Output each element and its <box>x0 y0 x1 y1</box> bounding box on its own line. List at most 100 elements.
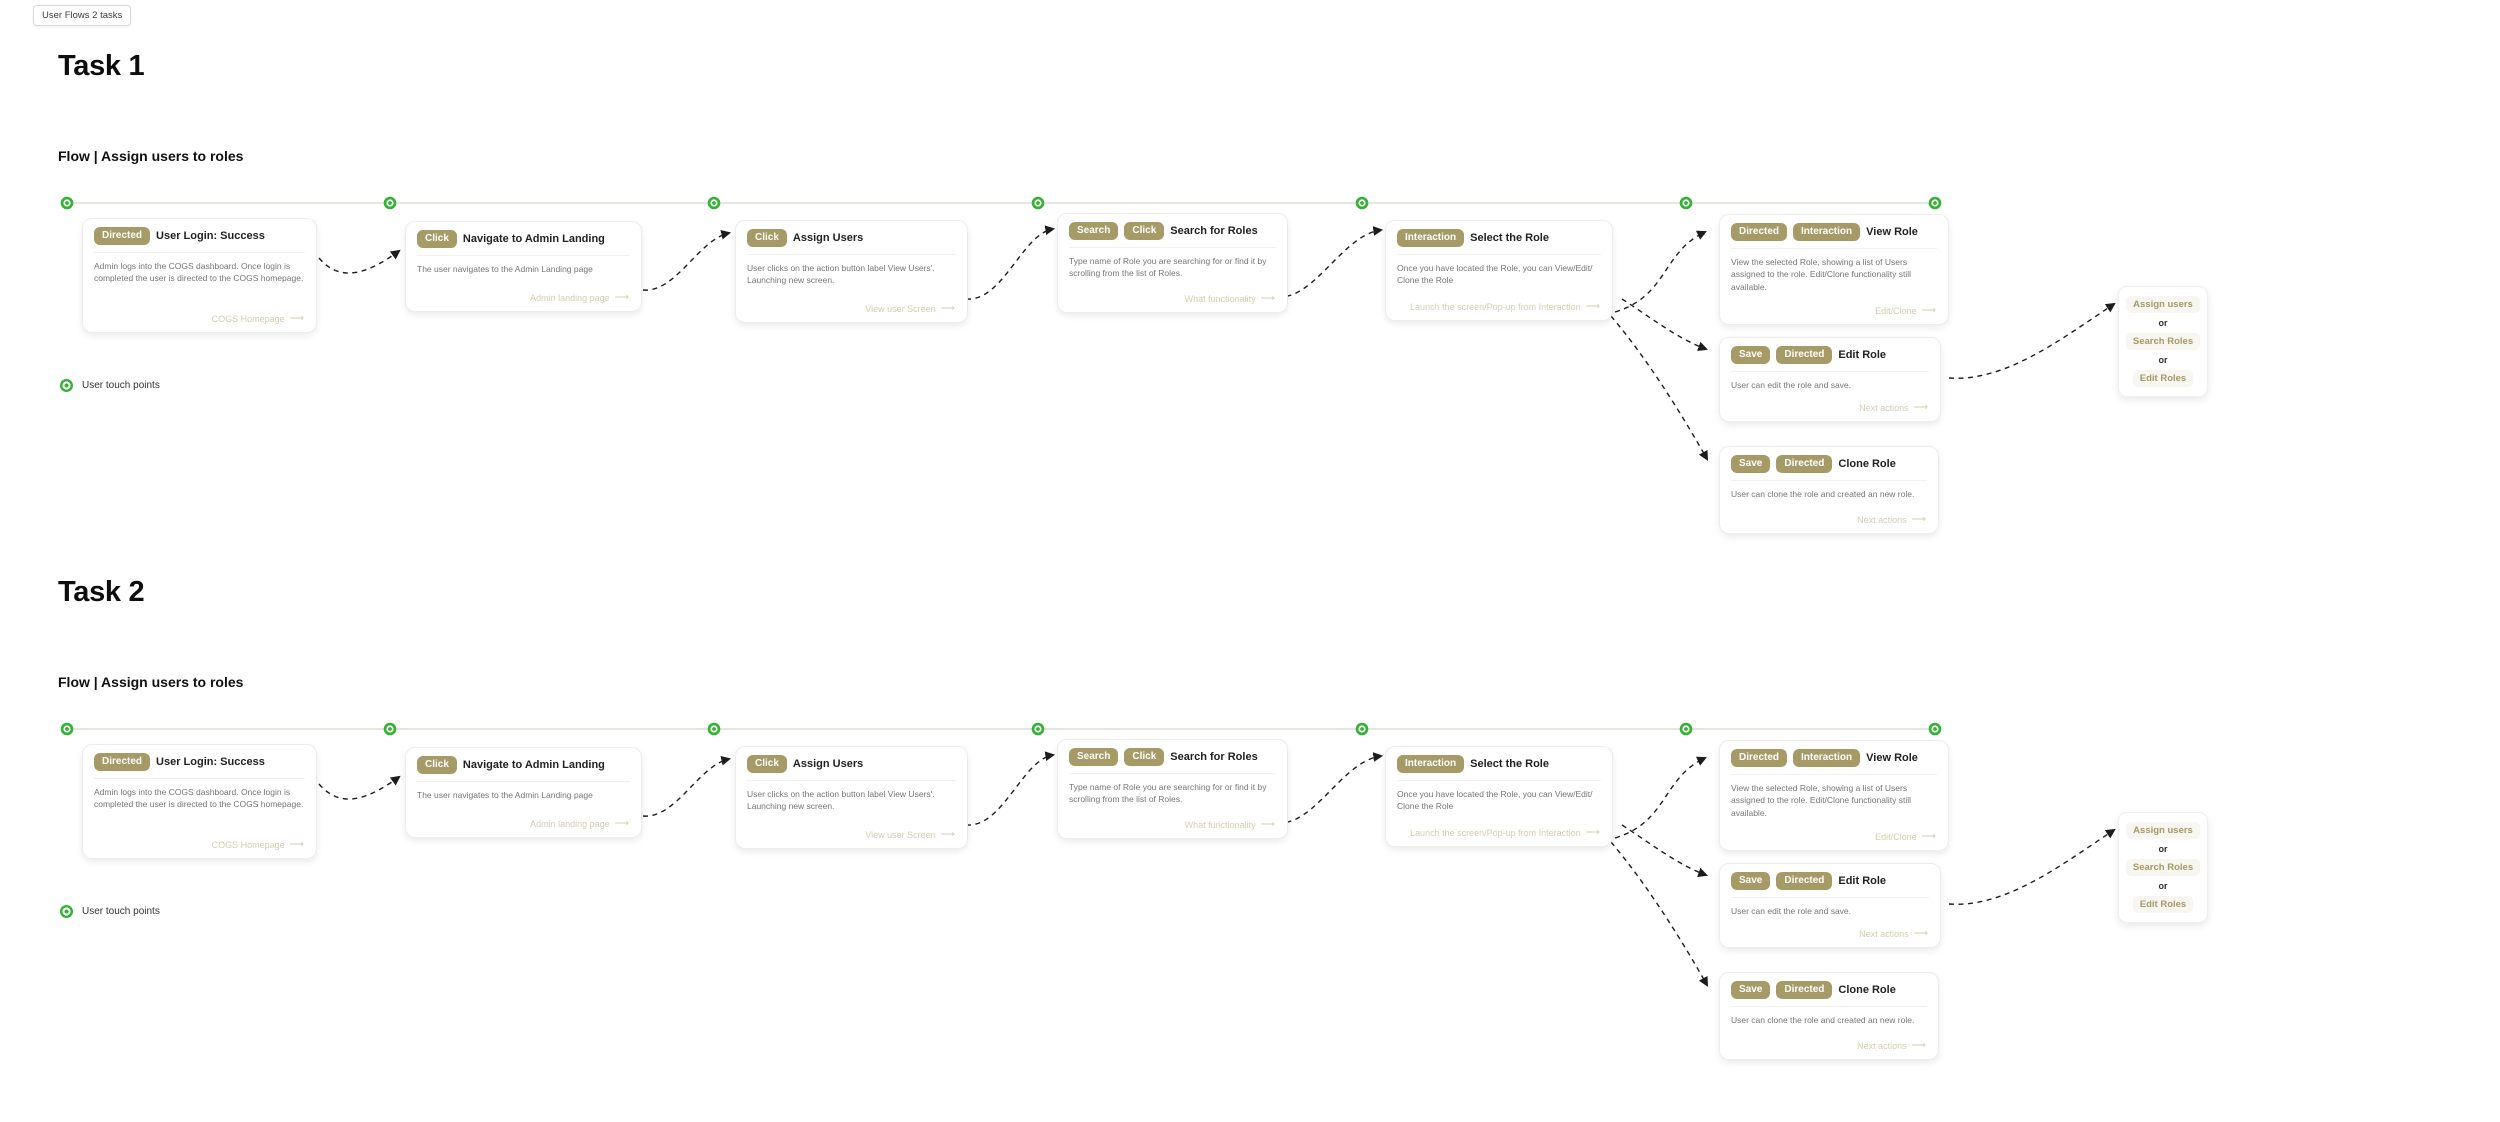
flow-connector <box>1614 230 1707 313</box>
card-next-link[interactable]: COGS Homepage⟶ <box>212 839 304 850</box>
card-description: User can edit the role and save. <box>1731 380 1852 390</box>
card-next-link[interactable]: Launch the screen/Pop-up from Interactio… <box>1410 301 1600 312</box>
card-type-badge: Click <box>1124 222 1165 240</box>
touchpoint-dot <box>60 722 74 736</box>
alternate-action-link[interactable]: Search Roles <box>2125 333 2201 350</box>
alternate-action-link[interactable]: Search Roles <box>2125 859 2201 876</box>
card-next-label: COGS Homepage <box>211 313 285 324</box>
touchpoint-dot <box>1679 722 1693 736</box>
touchpoint-dot <box>1928 196 1942 210</box>
card-next-label: View user Screen <box>865 303 936 314</box>
card-type-badge: Directed <box>1776 872 1833 890</box>
card-next-link[interactable]: Edit/Clone⟶ <box>1875 305 1936 316</box>
card-next-label: Admin landing page <box>530 292 610 303</box>
flow-title: Flow | Assign users to roles <box>58 148 244 164</box>
card-next-link[interactable]: Next actions⟶ <box>1859 402 1928 413</box>
card-type-badge: Directed <box>94 227 151 245</box>
card-next-link[interactable]: What functionality⟶ <box>1185 293 1275 304</box>
alternate-action-link[interactable]: Assign users <box>2126 296 2200 313</box>
task-title: Task 1 <box>58 50 145 82</box>
plugin-badge[interactable]: User Flows 2 tasks <box>33 5 132 26</box>
flow-connector <box>1276 752 1384 824</box>
card-next-link[interactable]: What functionality⟶ <box>1185 819 1275 830</box>
card-type-badge: Click <box>417 230 457 248</box>
card-type-badge: Directed <box>1731 223 1788 241</box>
arrow-right-icon: ⟶ <box>289 839 304 850</box>
card-next-label: What functionality <box>1184 293 1256 304</box>
flow-title: Flow | Assign users to roles <box>58 674 244 690</box>
card-next-link[interactable]: Next actions⟶ <box>1857 1040 1926 1051</box>
card-next-link[interactable]: Next actions⟶ <box>1857 514 1926 525</box>
card-description: The user navigates to the Admin Landing … <box>417 264 593 274</box>
arrow-right-icon: ⟶ <box>1585 827 1600 838</box>
or-separator: or <box>2158 318 2168 328</box>
alternate-action-link[interactable]: Assign users <box>2126 822 2200 839</box>
arrow-right-icon: ⟶ <box>940 829 955 840</box>
card-title: Select the Role <box>1470 758 1549 770</box>
card-title: Edit Role <box>1838 875 1887 887</box>
card-title: View Role <box>1866 226 1918 238</box>
card-title: Edit Role <box>1838 349 1887 361</box>
touchpoint-dot <box>60 196 74 210</box>
card-next-link[interactable]: Edit/Clone⟶ <box>1875 831 1936 842</box>
card-next-link[interactable]: Admin landing page⟶ <box>530 292 629 303</box>
flow-connector <box>965 225 1056 300</box>
touchpoint-dot <box>383 722 397 736</box>
card-next-link[interactable]: Launch the screen/Pop-up from Interactio… <box>1410 827 1600 838</box>
arrow-right-icon: ⟶ <box>1921 305 1936 316</box>
card-title: Navigate to Admin Landing <box>462 233 605 245</box>
alternate-action-link[interactable]: Edit Roles <box>2132 896 2194 913</box>
legend-label: User touch points <box>82 380 160 391</box>
card-next-link[interactable]: View user Screen⟶ <box>865 829 955 840</box>
card-description: The user navigates to the Admin Landing … <box>417 790 593 800</box>
card-title: Clone Role <box>1838 458 1896 470</box>
card-description: Type name of Role you are searching for … <box>1069 256 1267 279</box>
flow-connector <box>642 755 732 817</box>
card-title: Assign Users <box>792 758 864 770</box>
card-next-link[interactable]: COGS Homepage⟶ <box>212 313 304 324</box>
flow-connector <box>1610 315 1709 461</box>
card-next-label: Admin landing page <box>530 818 610 829</box>
alternate-action-link[interactable]: Edit Roles <box>2132 370 2194 387</box>
card-next-label: Next actions <box>1859 928 1909 939</box>
card-type-badge: Interaction <box>1397 229 1465 247</box>
card-next-link[interactable]: Admin landing page⟶ <box>530 818 629 829</box>
touchpoint-dot <box>1355 196 1369 210</box>
card-next-label: Edit/Clone <box>1875 831 1917 842</box>
touchpoint-dot <box>1031 722 1045 736</box>
card-type-badge: Save <box>1731 346 1771 364</box>
touchpoint-dot <box>1355 722 1369 736</box>
touchpoint-dot <box>1928 722 1942 736</box>
flow-connector <box>318 775 401 800</box>
card-description: User can clone the role and created an n… <box>1731 1015 1915 1025</box>
arrow-right-icon: ⟶ <box>1911 1040 1926 1051</box>
card-next-label: Launch the screen/Pop-up from Interactio… <box>1410 301 1581 312</box>
card-type-badge: Save <box>1731 455 1771 473</box>
card-next-link[interactable]: Next actions⟶ <box>1859 928 1928 939</box>
card-next-link[interactable]: View user Screen⟶ <box>865 303 955 314</box>
